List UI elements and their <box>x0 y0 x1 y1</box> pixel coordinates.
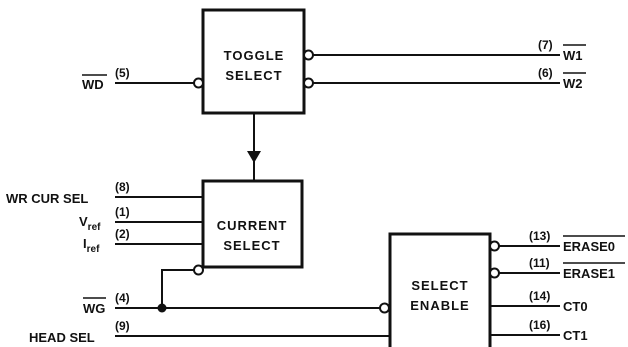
iref-pin-number: (2) <box>115 227 130 241</box>
wr-cur-sel-input-signal: (8) WR CUR SEL <box>6 180 203 206</box>
wd-input-signal: (5) WD <box>82 66 204 92</box>
wg-current-inversion-bubble <box>193 264 204 276</box>
toggle-select-block: TOGGLE SELECT <box>201 8 306 115</box>
erase1-pin-number: (11) <box>529 256 550 270</box>
vref-signal-label: Vref <box>79 214 101 233</box>
erase0-output-signal: (13) ERASE0 <box>489 229 625 254</box>
w2-output-signal: (6) W2 <box>303 66 586 91</box>
w1-pin-number: (7) <box>538 38 553 52</box>
head-sel-input-signal: (9) HEAD SEL <box>29 319 390 345</box>
vref-input-signal: (1) Vref <box>79 205 203 233</box>
wd-pin-number: (5) <box>115 66 130 80</box>
ct0-signal-label: CT0 <box>563 299 588 314</box>
toggle-select-label-line2: SELECT <box>225 68 282 83</box>
current-select-block: CURRENT SELECT <box>201 179 304 269</box>
erase1-output-signal: (11) ERASE1 <box>489 256 625 281</box>
erase1-inversion-bubble <box>489 267 500 279</box>
wg-signal-label: WG <box>83 301 105 316</box>
ct1-pin-number: (16) <box>529 318 550 332</box>
w2-signal-label: W2 <box>563 76 583 91</box>
toggle-select-label-line1: TOGGLE <box>224 48 285 63</box>
select-enable-label-line1: SELECT <box>411 278 468 293</box>
vref-pin-number: (1) <box>115 205 130 219</box>
wr-cur-sel-signal-label: WR CUR SEL <box>6 191 88 206</box>
down-arrow-icon <box>247 151 261 163</box>
wg-pin-number: (4) <box>115 291 130 305</box>
wg-enable-inversion-bubble <box>379 302 390 314</box>
select-enable-label-line2: ENABLE <box>410 298 469 313</box>
current-select-label-line2: SELECT <box>223 238 280 253</box>
ct1-signal-label: CT1 <box>563 328 588 343</box>
ct0-pin-number: (14) <box>529 289 550 303</box>
ct0-output-signal: (14) CT0 <box>490 289 588 314</box>
wr-cur-sel-pin-number: (8) <box>115 180 130 194</box>
erase1-signal-label: ERASE1 <box>563 266 615 281</box>
iref-signal-label: Iref <box>83 236 100 255</box>
wg-input-signal: (4) WG <box>83 264 390 316</box>
head-sel-pin-number: (9) <box>115 319 130 333</box>
w2-inversion-bubble <box>303 77 314 89</box>
erase0-signal-label: ERASE0 <box>563 239 615 254</box>
select-enable-block: SELECT ENABLE <box>388 232 492 347</box>
wd-inversion-bubble <box>193 77 204 89</box>
w1-output-signal: (7) W1 <box>303 38 586 63</box>
w1-inversion-bubble <box>303 49 314 61</box>
wd-signal-label: WD <box>82 77 104 92</box>
ct1-output-signal: (16) CT1 <box>490 318 588 343</box>
erase0-inversion-bubble <box>489 240 500 252</box>
iref-input-signal: (2) Iref <box>83 227 203 255</box>
current-select-label-line1: CURRENT <box>217 218 288 233</box>
wg-junction-dot <box>157 303 167 313</box>
w1-signal-label: W1 <box>563 48 583 63</box>
erase0-pin-number: (13) <box>529 229 550 243</box>
w2-pin-number: (6) <box>538 66 553 80</box>
head-sel-signal-label: HEAD SEL <box>29 330 95 345</box>
toggle-to-current-connection <box>247 113 261 181</box>
